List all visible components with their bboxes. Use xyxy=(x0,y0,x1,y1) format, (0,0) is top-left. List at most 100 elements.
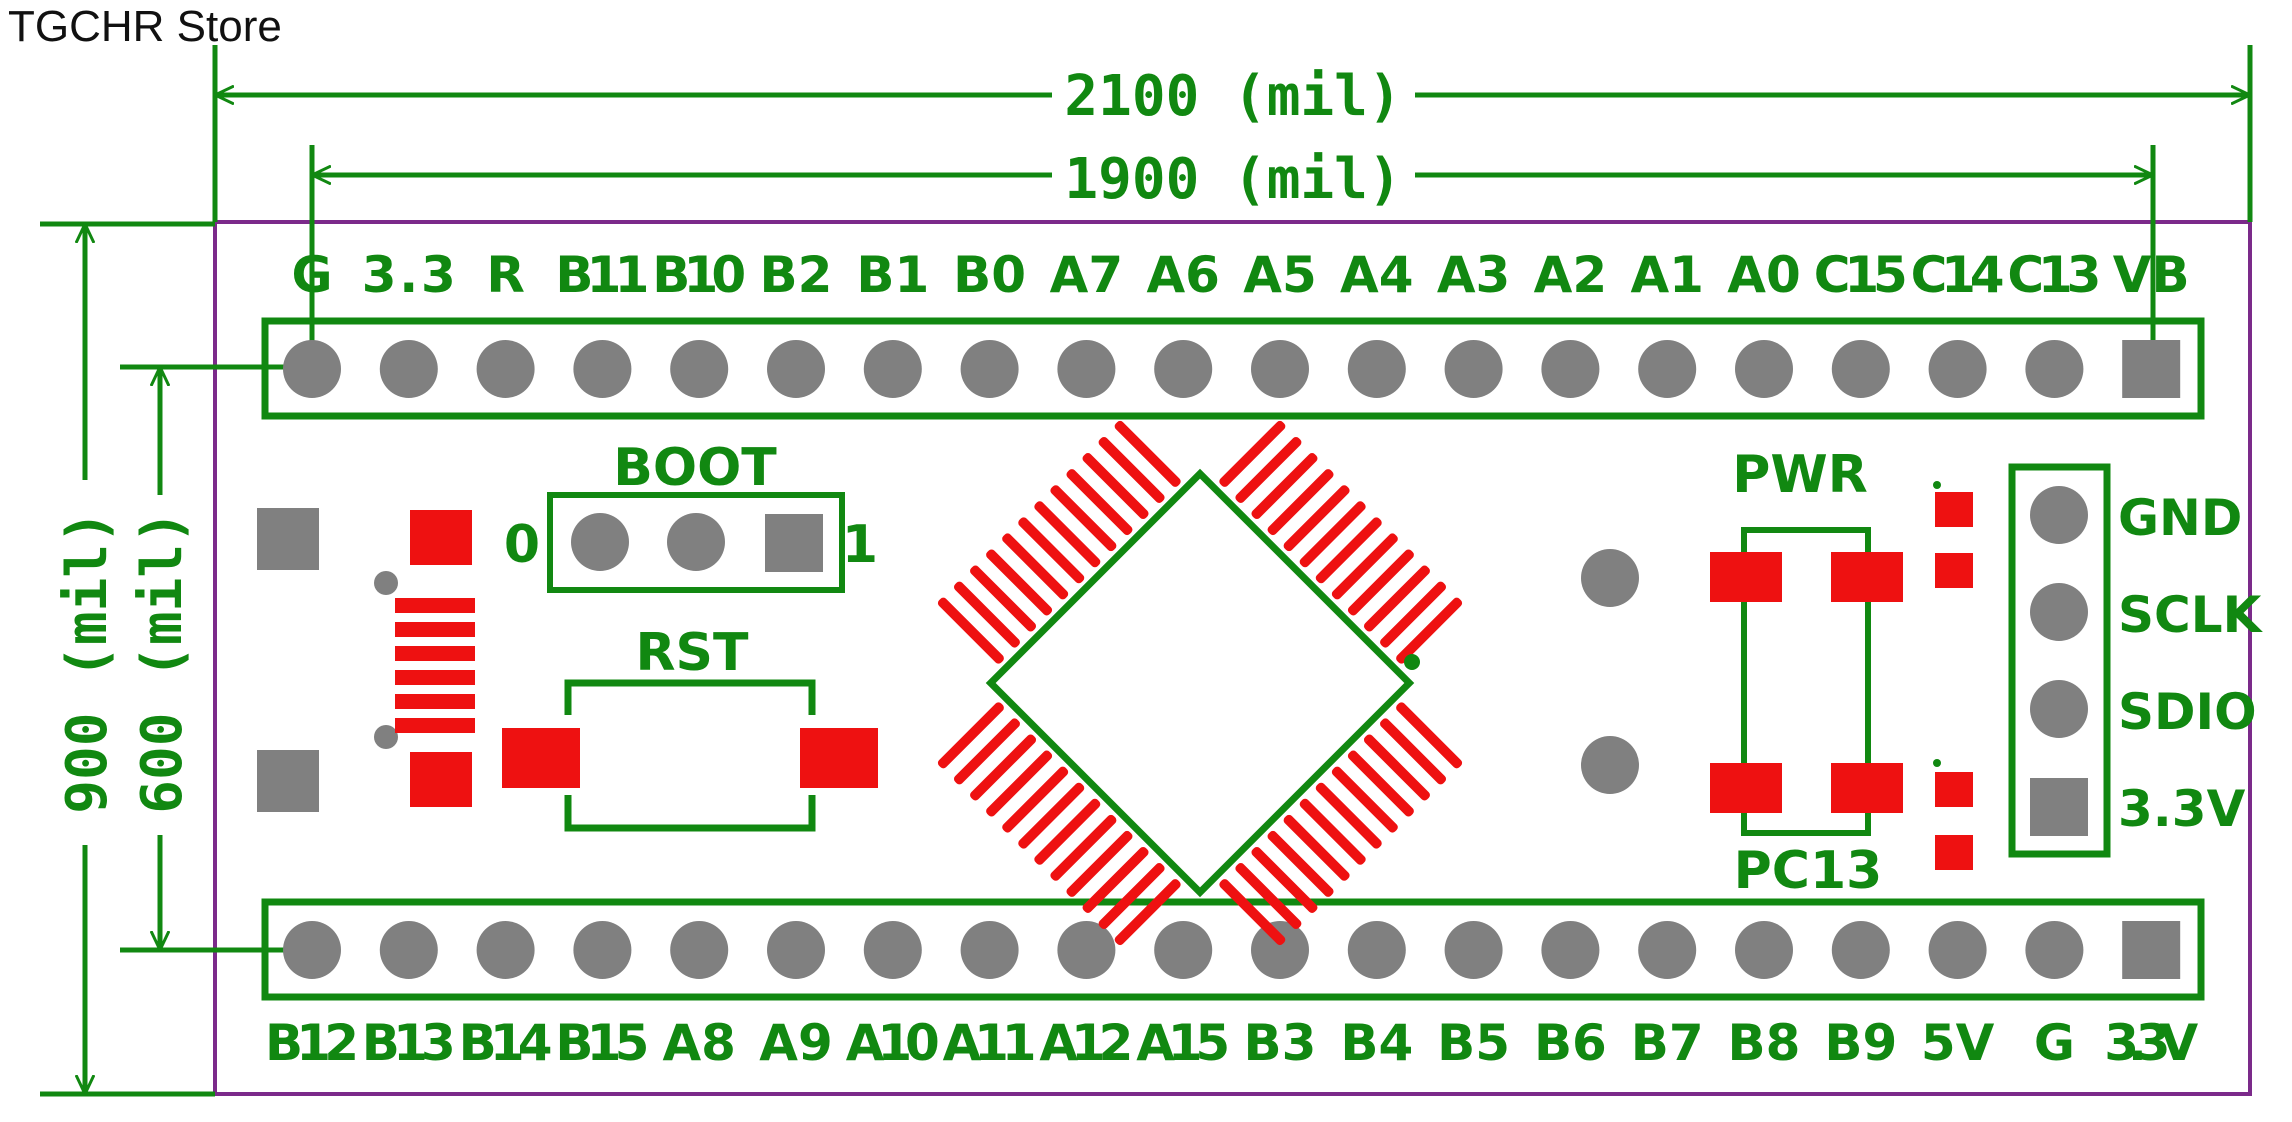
pc13-led-pad-2 xyxy=(1935,835,1973,870)
mcu-pin xyxy=(1267,469,1334,536)
bottom-pad xyxy=(863,921,922,979)
top-pad xyxy=(573,340,632,398)
dim-height-outer: 900 (mil) xyxy=(55,510,120,813)
mcu-pin xyxy=(1396,702,1463,769)
swd-pad-3v3 xyxy=(2030,778,2088,836)
mcu-pin xyxy=(1235,863,1302,930)
boot-jumper-outline xyxy=(547,492,845,593)
swd-label-sdio: SDIO xyxy=(2118,683,2257,741)
mcu-pin xyxy=(1283,485,1350,552)
top-pin-label: A0 xyxy=(1727,246,1801,304)
top-pad xyxy=(1735,340,1793,398)
top-pin-label: B2 xyxy=(760,246,833,304)
top-header-pads xyxy=(283,340,2181,398)
mcu-pin xyxy=(1219,420,1286,487)
rst-pad-right xyxy=(800,728,878,788)
mcu-pin xyxy=(1219,879,1286,946)
pwr-dot xyxy=(1933,481,1941,489)
pc13-label: PC13 xyxy=(1734,841,1883,901)
pc13-led-pad-1 xyxy=(1935,772,1973,807)
top-pin-label: A7 xyxy=(1050,246,1124,304)
top-pad xyxy=(2025,340,2084,398)
bottom-pin-label: A9 xyxy=(759,1014,833,1072)
mcu-pin xyxy=(937,597,1004,664)
bottom-pad xyxy=(767,921,825,979)
mcu-pin xyxy=(986,549,1053,616)
top-pin-label: B11 xyxy=(555,246,649,304)
mcu-pin xyxy=(953,581,1020,648)
bottom-pin-label: A10 xyxy=(846,1014,940,1072)
boot-pin-3 xyxy=(765,514,823,572)
top-pad xyxy=(960,340,1019,398)
bottom-pad xyxy=(1928,921,1987,979)
top-pin-label: A4 xyxy=(1340,246,1414,304)
bottom-pad xyxy=(1057,921,1116,979)
mcu-pin xyxy=(1114,879,1181,946)
mount-pad-bottom-right xyxy=(1581,736,1639,794)
rst-pad-left xyxy=(502,728,580,788)
bottom-pad xyxy=(1444,921,1503,979)
top-pad xyxy=(1638,340,1697,398)
rst-label: RST xyxy=(636,623,749,683)
bottom-pad xyxy=(1735,921,1793,979)
swd-label-sclk: SCLK xyxy=(2118,586,2264,644)
mcu-pin xyxy=(1363,734,1430,801)
bottom-pin-label: B7 xyxy=(1631,1014,1704,1072)
mcu-pin xyxy=(1347,549,1414,616)
mount-pad-top-left xyxy=(257,508,319,570)
bottom-pin-label: B14 xyxy=(459,1014,553,1072)
mcu-pin xyxy=(1082,453,1149,520)
mcu-pin xyxy=(970,734,1037,801)
pc13-dot xyxy=(1933,759,1941,767)
mcu-pin xyxy=(1299,501,1366,568)
swd-header-outline xyxy=(2008,463,2111,858)
dim-width-inner: 1900 (mil) xyxy=(1064,147,1401,212)
boot-pin-2 xyxy=(667,513,725,571)
top-pin-label: B10 xyxy=(652,246,746,304)
bottom-header-outline xyxy=(261,898,2205,1001)
bottom-pin-label: B12 xyxy=(265,1014,359,1072)
bottom-pad xyxy=(1638,921,1697,979)
top-pin-label: A3 xyxy=(1437,246,1511,304)
top-pad xyxy=(1347,340,1406,398)
top-pad xyxy=(863,340,922,398)
mcu-pin xyxy=(1002,766,1069,833)
mcu-pin xyxy=(1034,501,1101,568)
mcu-pin xyxy=(1331,533,1398,600)
mcu-pin xyxy=(1098,863,1165,930)
top-pin-label: G xyxy=(291,246,332,304)
mcu-pin xyxy=(937,702,1004,769)
mcu-pin xyxy=(1380,718,1447,785)
mcu-pin xyxy=(1050,814,1117,881)
pwr-led-pad-1 xyxy=(1935,492,1973,527)
dimension-lines xyxy=(40,45,2253,1097)
swd-pad-sdio xyxy=(2030,680,2088,738)
mcu-pin xyxy=(1315,782,1382,849)
bottom-pin-label: B3 xyxy=(1244,1014,1317,1072)
mcu-pin xyxy=(1267,830,1334,897)
top-pin-label: 3.3 xyxy=(362,246,456,304)
bottom-pin-label: 3.3V xyxy=(2104,1014,2198,1072)
mcu-pin xyxy=(1396,597,1463,664)
board-outline xyxy=(213,220,2252,1096)
mcu-pin xyxy=(1114,420,1181,487)
bottom-pad xyxy=(960,921,1019,979)
bottom-pin-label: B4 xyxy=(1340,1014,1413,1072)
mcu-pin xyxy=(1363,565,1430,632)
mount-pad-top-right xyxy=(1581,549,1639,607)
top-pin-label: A6 xyxy=(1146,246,1220,304)
bottom-pad xyxy=(2122,921,2181,979)
pwr-label: PWR xyxy=(1732,445,1868,505)
pwr-led-pad-2 xyxy=(1935,553,1973,588)
mcu-pin xyxy=(1251,453,1318,520)
top-pad xyxy=(1057,340,1116,398)
mcu-pin xyxy=(1018,782,1085,849)
bottom-pad xyxy=(1541,921,1600,979)
bottom-pad xyxy=(476,921,535,979)
bottom-pad xyxy=(1251,921,1309,979)
mcu-pin xyxy=(1018,517,1085,584)
top-pad xyxy=(1444,340,1503,398)
mcu-pin xyxy=(1315,517,1382,584)
